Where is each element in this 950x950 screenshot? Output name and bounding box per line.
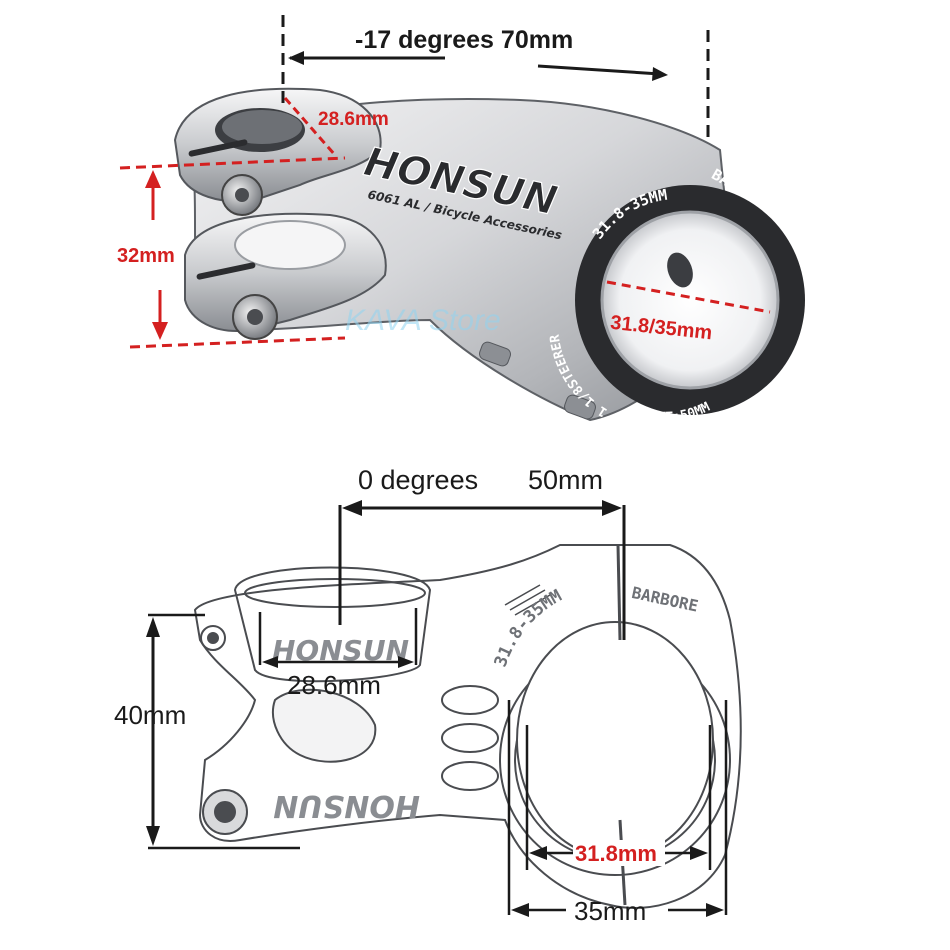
steerer-bolt-2 xyxy=(564,394,596,420)
top-length-label: -17 degrees 70mm xyxy=(355,26,573,54)
top-stem-illustration: HONSUN 6061 AL / Bicycle Accessories 31.… xyxy=(173,87,805,425)
bottom-dimensions: 0 degrees 50mm 28.6mm 40mm 31.8mm xyxy=(114,465,728,926)
bottom-height-label: 40mm xyxy=(114,700,186,730)
bottom-bar-clamp-label: 28.6mm xyxy=(287,670,381,700)
lower-bar-clamp xyxy=(184,212,387,332)
lower-ring-text-barbore: BARBORE xyxy=(630,583,700,616)
inner-diameter-label-bg xyxy=(573,840,665,866)
top-bar-clamp-label: 28.6mm xyxy=(318,109,389,130)
bottom-inner-diameter-label: 31.8mm xyxy=(575,841,657,866)
steerer-bolt-1 xyxy=(479,341,511,367)
upper-bar-clamp xyxy=(173,87,382,203)
bottom-outer-diameter-label: 35mm xyxy=(574,896,646,926)
lower-brand-side: HONSUN xyxy=(273,788,420,823)
lower-upper-bolt xyxy=(200,625,226,651)
bottom-stem-drawing xyxy=(193,544,742,909)
top-clamp-height-label: 32mm xyxy=(117,245,175,267)
bottom-angle-label: 0 degrees xyxy=(358,465,478,495)
bottom-length-label: 50mm xyxy=(528,465,603,495)
watermark: KAVA Store xyxy=(345,304,501,337)
